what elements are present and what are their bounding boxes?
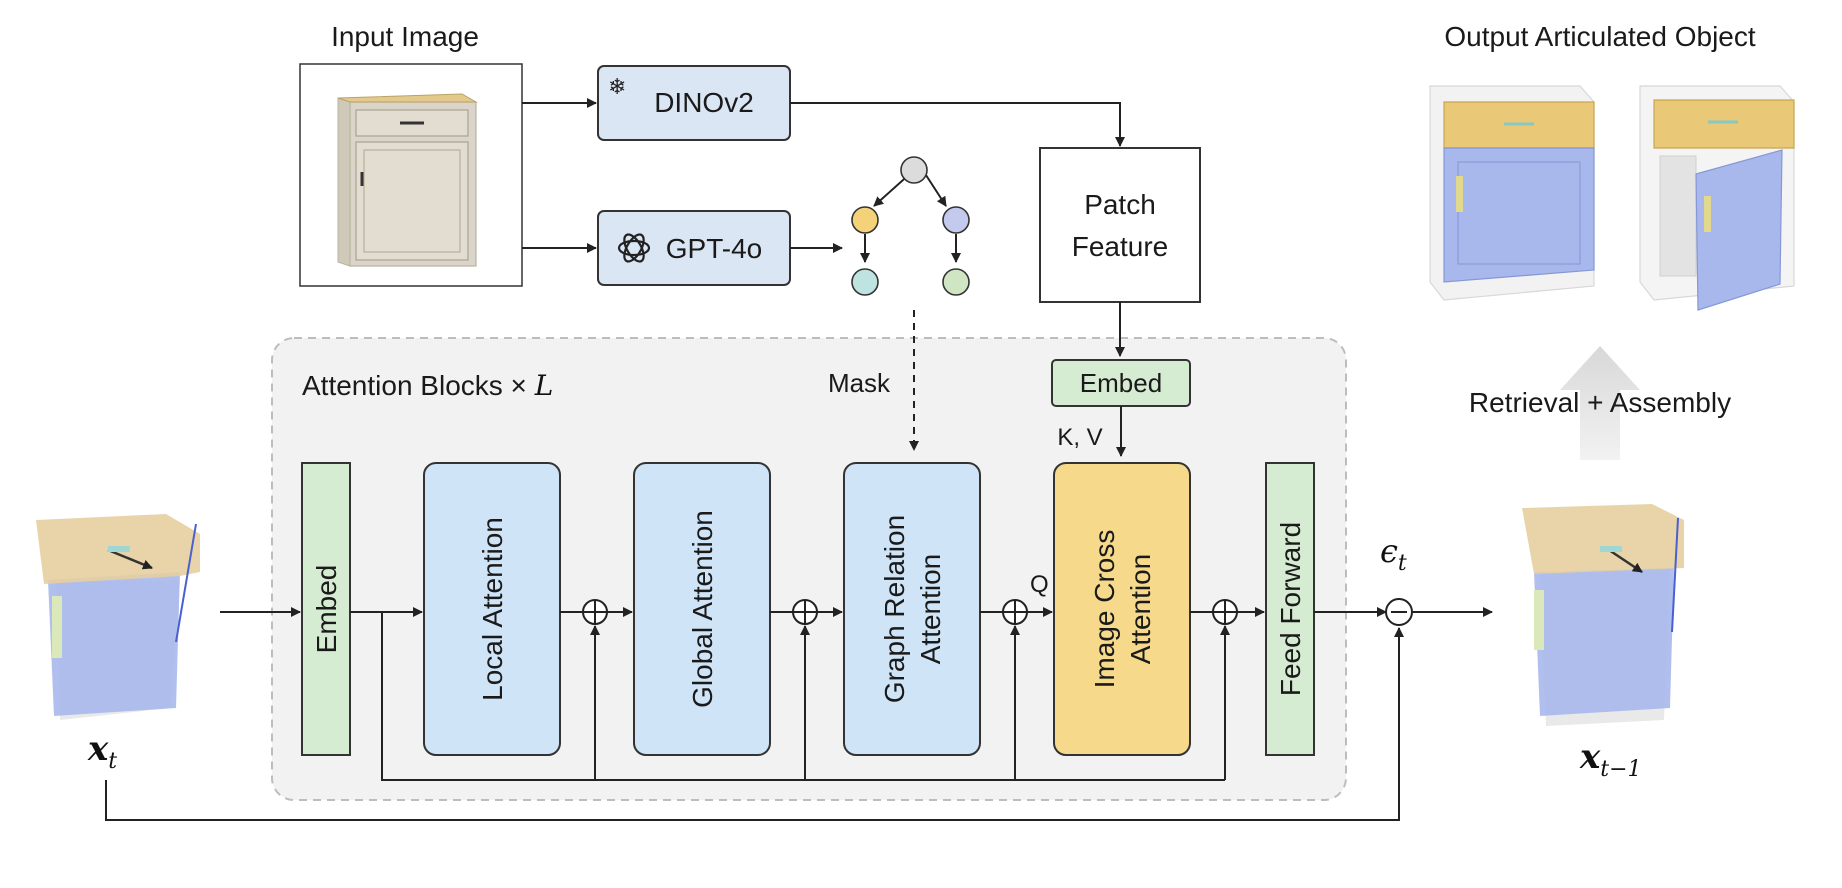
patch-feature-line1: Patch (1084, 189, 1156, 220)
graph-relation-label-line1: Graph Relation (879, 515, 910, 703)
patch-feature-line2: Feature (1072, 231, 1169, 262)
global-attention-label: Global Attention (687, 510, 718, 708)
snowflake-icon: ❄ (608, 74, 626, 99)
graph-node-drawer (851, 206, 879, 234)
x-t-minus-1-label: xt−1 (1579, 737, 1642, 782)
add-node-2 (792, 599, 818, 625)
embed-block (301, 462, 351, 756)
add-node-4 (1212, 599, 1238, 625)
input-cabinet-image (337, 93, 478, 267)
embed-block-label: Embed (311, 565, 342, 654)
graph-node-door (942, 206, 970, 234)
input-image-title: Input Image (331, 21, 479, 52)
feed-forward-label: Feed Forward (1275, 522, 1306, 696)
openai-logo-icon (617, 233, 651, 263)
graph-leaf-left (851, 268, 879, 296)
kv-label: K, V (1057, 424, 1102, 451)
arrow-dino-to-patch (790, 102, 1125, 147)
q-label: Q (1030, 571, 1049, 598)
image-cross-label-line1: Image Cross (1089, 530, 1120, 689)
attention-blocks-label: Attention Blocks × L (302, 369, 553, 402)
residual-bus (381, 612, 1225, 781)
feed-forward-block (1265, 462, 1315, 756)
output-title: Output Articulated Object (1444, 21, 1756, 52)
output-cabinet-closed (1429, 85, 1595, 301)
gpt4o-label: GPT-4o (666, 233, 762, 264)
graph-relation-attention-block (843, 462, 981, 756)
mask-label: Mask (828, 368, 891, 398)
graph-root-node (900, 156, 928, 184)
retrieval-arrow (1560, 346, 1640, 460)
local-attention-label: Local Attention (477, 517, 508, 701)
top-embed-label: Embed (1080, 368, 1162, 398)
retrieval-label: Retrieval + Assembly (1469, 387, 1731, 418)
image-cross-attention-block (1053, 462, 1191, 756)
image-cross-label-line2: Attention (1125, 554, 1156, 665)
output-cabinet-open (1639, 85, 1795, 311)
local-attention-block (423, 462, 561, 756)
graph-relation-label-line2: Attention (915, 554, 946, 665)
noisy-cabinet-image (36, 514, 200, 720)
part-graph (851, 156, 970, 296)
global-attention-block (633, 462, 771, 756)
patch-feature-box (1039, 147, 1201, 303)
skip-connection (105, 627, 1404, 821)
x-t-label: xt (87, 729, 117, 774)
graph-leaf-right (942, 268, 970, 296)
dinov2-label: DINOv2 (654, 87, 754, 118)
add-node-3 (1002, 599, 1028, 625)
add-node-1 (582, 599, 608, 625)
denoised-cabinet-image (1522, 504, 1684, 726)
epsilon-label: ϵt (1380, 532, 1407, 576)
subtract-node (1385, 598, 1413, 626)
